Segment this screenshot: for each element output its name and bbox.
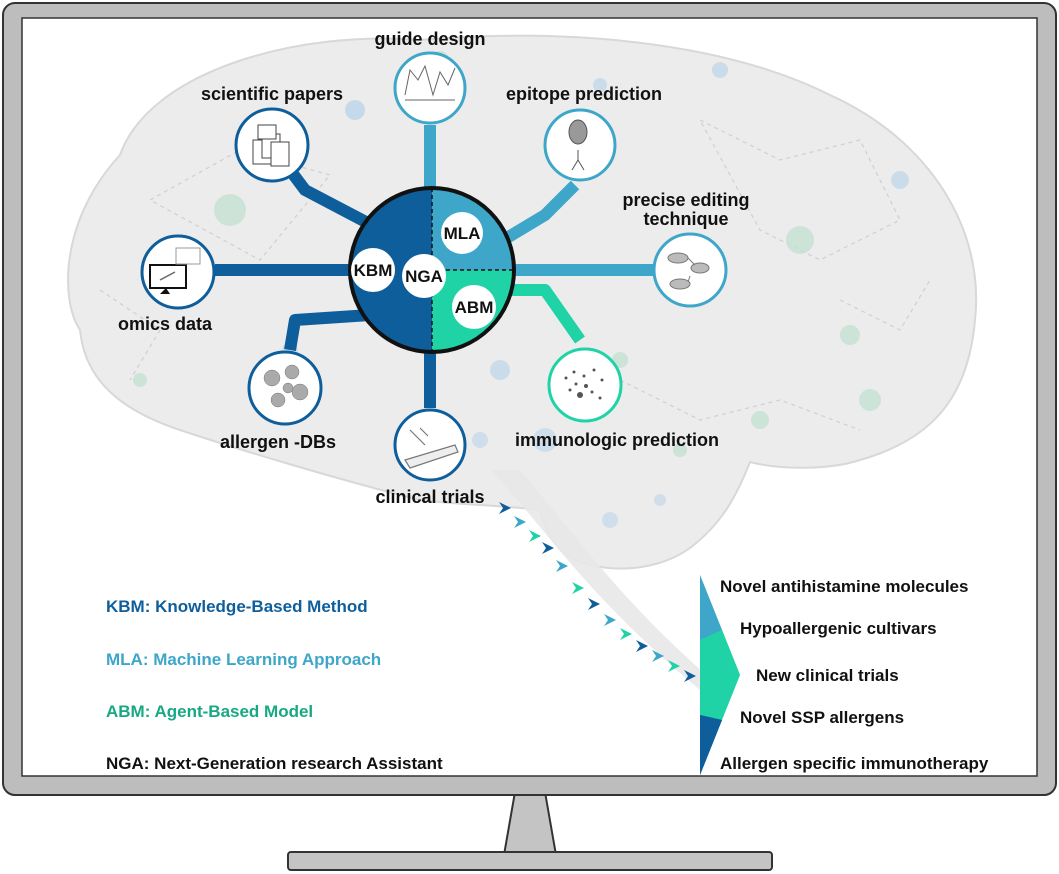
dot-network-icon xyxy=(564,368,604,400)
node-scientific-papers xyxy=(234,107,310,183)
hub-nga-circle xyxy=(402,254,446,298)
hub-abm-circle xyxy=(452,285,496,329)
paper-stack-icon xyxy=(252,124,290,167)
legend-abm: ABM: Agent-Based Model xyxy=(106,702,313,721)
allergen-particles-icon xyxy=(263,364,309,408)
trail-chevron xyxy=(572,582,584,594)
monitor-stand xyxy=(287,851,773,871)
label-precise-editing-1: precise editing xyxy=(622,190,749,210)
trail-chevron xyxy=(636,640,648,652)
outcome-item: Allergen specific immunotherapy xyxy=(720,754,989,773)
node-precise-editing xyxy=(652,232,728,308)
computer-monitor-icon xyxy=(149,247,201,294)
trail-chevron xyxy=(684,670,696,682)
trail-chevron xyxy=(668,660,680,672)
hub-kbm-label: KBM xyxy=(354,261,393,280)
outcomes-list: Novel antihistamine molecules Hypoallerg… xyxy=(720,577,989,773)
connector-allergen-dbs xyxy=(284,309,371,351)
outcome-item: Novel antihistamine molecules xyxy=(720,577,968,596)
central-hub: MLA KBM NGA ABM xyxy=(348,186,516,354)
trail-chevron xyxy=(529,530,541,542)
node-labels: guide design scientific papers epitope p… xyxy=(118,29,750,507)
label-guide-design: guide design xyxy=(374,29,485,49)
legend-nga: NGA: Next-Generation research Assistant xyxy=(106,754,443,773)
node-clinical-trials xyxy=(393,408,467,482)
node-immunologic-prediction xyxy=(547,347,623,423)
hand-injection-icon xyxy=(404,427,459,469)
trail-chevron xyxy=(652,650,664,662)
hub-nga-label: NGA xyxy=(405,267,443,286)
node-epitope-prediction xyxy=(543,108,617,182)
label-epitope-prediction: epitope prediction xyxy=(506,84,662,104)
sequence-chromatogram-icon xyxy=(404,64,456,101)
monitor-neck xyxy=(502,791,558,856)
arrow-trail xyxy=(490,470,712,690)
trail-chevron xyxy=(556,560,568,572)
outcome-item: Hypoallergenic cultivars xyxy=(740,619,937,638)
trail-chevron xyxy=(499,502,511,514)
trail-chevron xyxy=(604,614,616,626)
trail-chevron xyxy=(588,598,600,610)
legend: KBM: Knowledge-Based Method MLA: Machine… xyxy=(106,597,443,773)
node-allergen-dbs xyxy=(247,350,323,426)
hub-abm-label: ABM xyxy=(455,298,494,317)
legend-mla: MLA: Machine Learning Approach xyxy=(106,650,381,669)
trail-chevron xyxy=(542,542,554,554)
node-omics-data xyxy=(140,234,216,310)
editing-workflow-icon xyxy=(667,252,710,290)
label-immunologic-prediction: immunologic prediction xyxy=(515,430,719,450)
label-allergen-dbs: allergen -DBs xyxy=(220,432,336,452)
label-precise-editing-2: technique xyxy=(643,209,728,229)
label-omics-data: omics data xyxy=(118,314,213,334)
node-guide-design xyxy=(393,51,467,125)
hub-kbm-circle xyxy=(351,248,395,292)
outcome-arrow xyxy=(700,575,740,775)
outcome-item: New clinical trials xyxy=(756,666,899,685)
label-clinical-trials: clinical trials xyxy=(375,487,484,507)
hub-mla-circle xyxy=(441,212,483,254)
outcome-item: Novel SSP allergens xyxy=(740,708,904,727)
trail-chevron xyxy=(620,628,632,640)
legend-kbm: KBM: Knowledge-Based Method xyxy=(106,597,368,616)
protein-antibody-icon xyxy=(568,119,588,171)
hub-mla-label: MLA xyxy=(444,224,481,243)
trail-chevron xyxy=(514,516,526,528)
label-scientific-papers: scientific papers xyxy=(201,84,343,104)
connector-scientific-papers xyxy=(285,166,388,238)
